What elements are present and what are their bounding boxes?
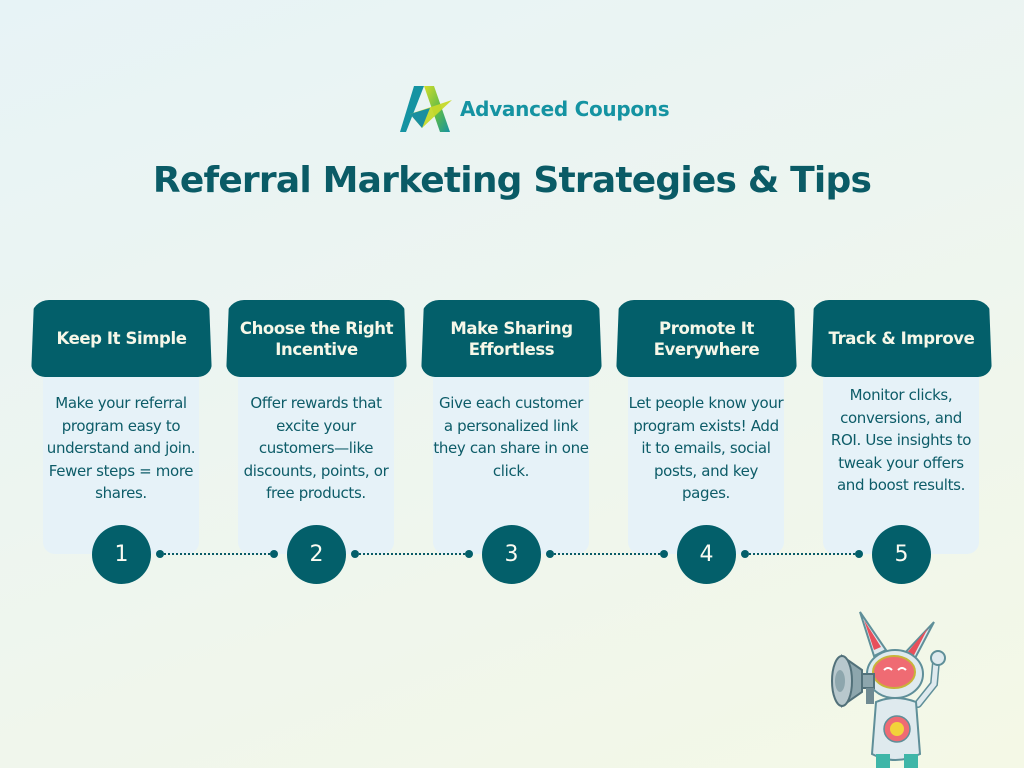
step-card-5: Track & Improve Monitor clicks, conversi… [811, 300, 993, 590]
connector-dot [741, 550, 749, 558]
step-number-badge: 4 [677, 525, 736, 584]
connector-dot [270, 550, 278, 558]
step-description: Make your referral program easy to under… [46, 394, 196, 502]
connector-dot [546, 550, 554, 558]
connector-dot [660, 550, 668, 558]
brand-logo: Advanced Coupons [400, 84, 670, 134]
connector-dot [156, 550, 164, 558]
connector-dot [351, 550, 359, 558]
step-connector-2-3 [351, 550, 473, 558]
stylized-a-logo-icon [400, 86, 452, 132]
step-connector-1-2 [156, 550, 278, 558]
step-connector-3-4 [546, 550, 668, 558]
step-number-badge: 2 [287, 525, 346, 584]
connector-dot [465, 550, 473, 558]
step-card-1: Keep It Simple Make your referral progra… [31, 300, 213, 590]
step-number-badge: 3 [482, 525, 541, 584]
connector-dot [855, 550, 863, 558]
step-card-2: Choose the Right Incentive Offer rewards… [226, 300, 408, 590]
step-heading: Promote It Everywhere [653, 318, 760, 359]
step-number-badge: 1 [92, 525, 151, 584]
step-heading: Make Sharing Effortless [450, 318, 573, 359]
step-heading-box: Choose the Right Incentive [226, 300, 407, 377]
step-heading: Choose the Right Incentive [239, 318, 394, 359]
robot-bunny-megaphone-icon [831, 611, 946, 768]
step-description: Monitor clicks, conversions, and ROI. Us… [830, 386, 972, 494]
step-heading-box: Keep It Simple [31, 300, 212, 377]
step-heading: Keep It Simple [56, 329, 187, 348]
step-number-badge: 5 [872, 525, 931, 584]
step-heading-box: Promote It Everywhere [616, 300, 797, 377]
step-body [823, 366, 979, 554]
step-body [433, 370, 589, 554]
step-card-4: Promote It Everywhere Let people know yo… [616, 300, 798, 590]
step-body [238, 370, 394, 554]
step-heading-box: Make Sharing Effortless [421, 300, 602, 377]
step-body [628, 370, 784, 554]
step-heading-box: Track & Improve [811, 300, 992, 377]
step-description: Offer rewards that excite your customers… [243, 394, 389, 502]
page-title: Referral Marketing Strategies & Tips [152, 160, 872, 201]
step-description: Let people know your program exists! Add… [628, 394, 784, 502]
step-description: Give each customer a personalized link t… [433, 394, 589, 480]
step-connector-4-5 [741, 550, 863, 558]
step-card-3: Make Sharing Effortless Give each custom… [421, 300, 603, 590]
step-heading: Track & Improve [828, 329, 975, 348]
brand-name: Advanced Coupons [460, 97, 670, 121]
step-body [43, 370, 199, 554]
